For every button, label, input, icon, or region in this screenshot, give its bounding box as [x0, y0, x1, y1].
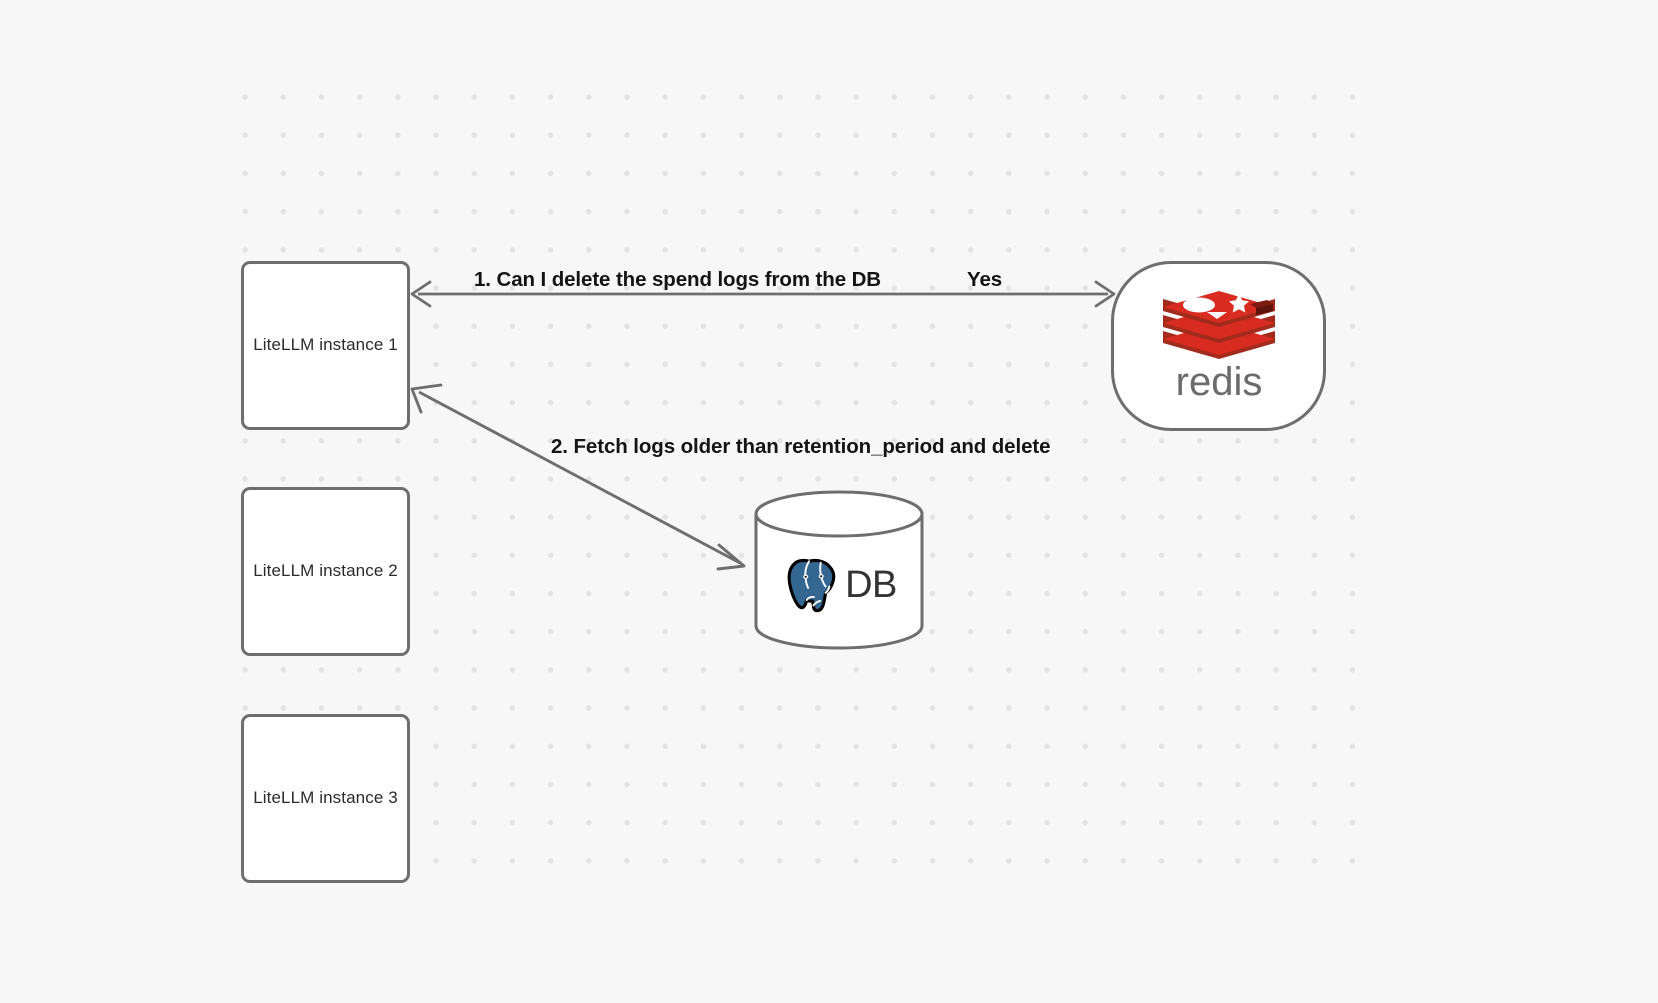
redis-wordmark: redis — [1175, 360, 1262, 404]
node-litellm-instance-2[interactable]: LiteLLM instance 2 — [241, 487, 410, 656]
node-database[interactable]: DB — [752, 489, 926, 651]
node-label: LiteLLM instance 1 — [253, 335, 398, 355]
node-litellm-instance-1[interactable]: LiteLLM instance 1 — [241, 261, 410, 430]
redis-logo-icon: redis — [1162, 291, 1275, 404]
cylinder-shape-icon — [754, 490, 924, 650]
db-label: DB — [845, 564, 897, 606]
node-redis[interactable]: redis — [1111, 261, 1326, 431]
edge-instance1-db — [410, 383, 746, 571]
node-label: LiteLLM instance 2 — [253, 561, 398, 581]
node-litellm-instance-3[interactable]: LiteLLM instance 3 — [241, 714, 410, 883]
node-label: LiteLLM instance 3 — [253, 788, 398, 808]
edge-label-yes: Yes — [967, 268, 1003, 291]
edge-label-step-1: 1. Can I delete the spend logs from the … — [474, 268, 882, 291]
edge-label-step-2: 2. Fetch logs older than retention_perio… — [551, 435, 1051, 458]
postgresql-elephant-icon — [787, 558, 836, 613]
